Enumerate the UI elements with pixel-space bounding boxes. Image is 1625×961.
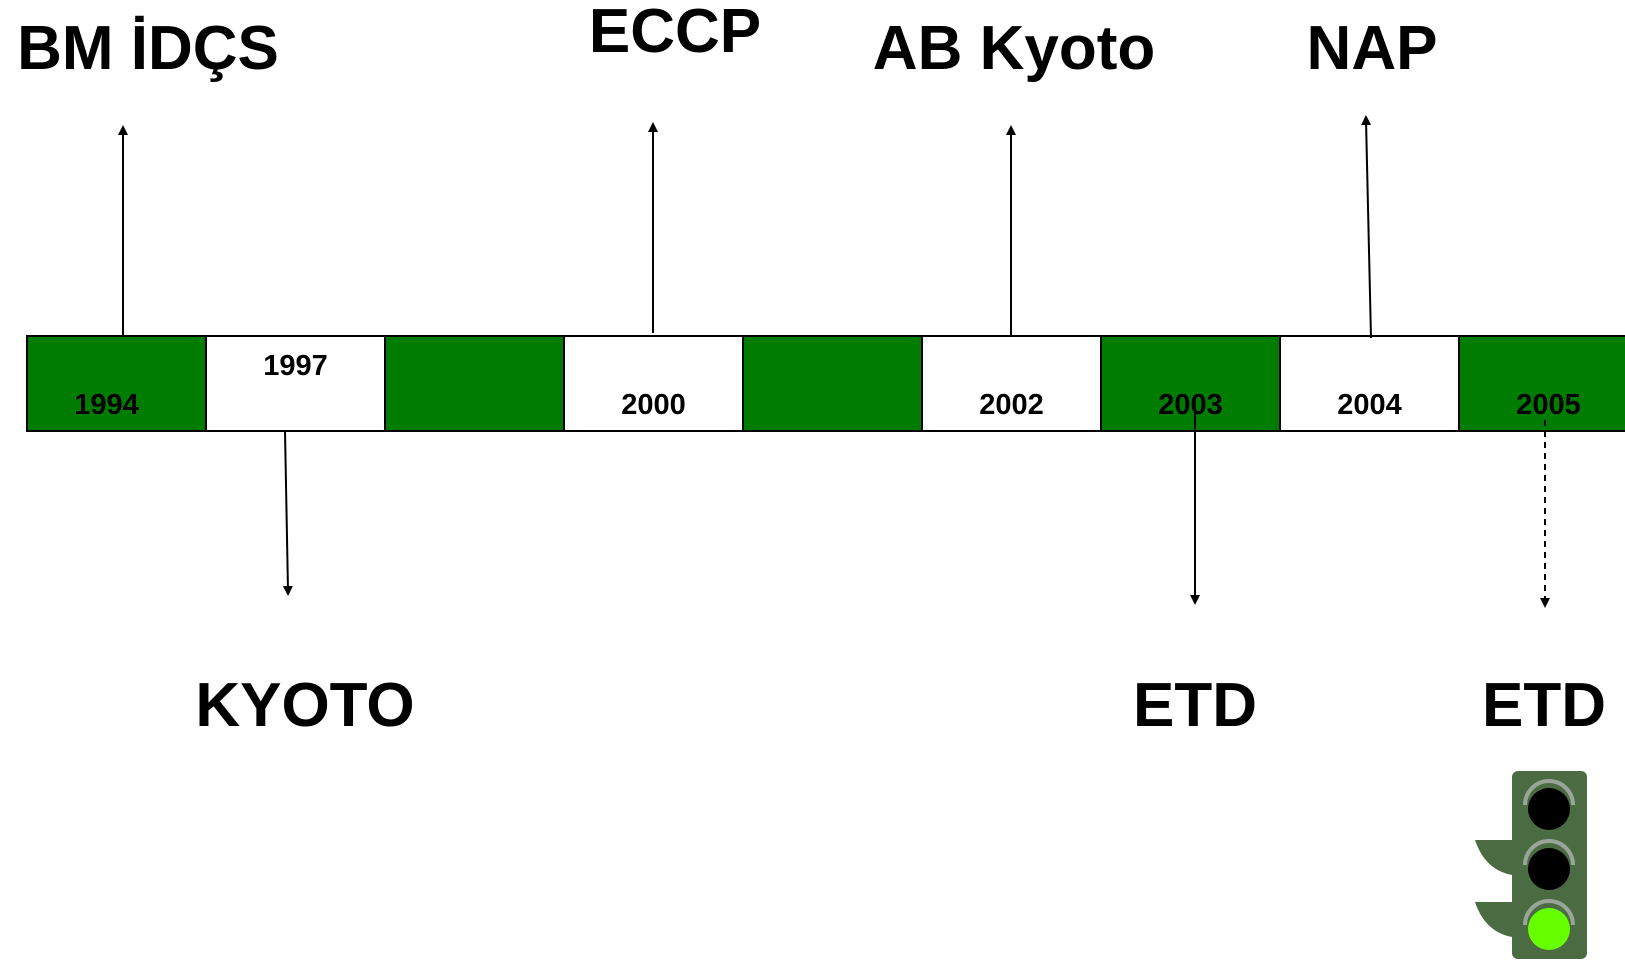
timeline-year-label: 1997 — [263, 350, 328, 382]
traffic-light-hood — [1523, 839, 1575, 866]
event-label-kyoto: KYOTO — [195, 671, 415, 740]
timeline-year-label: 2003 — [1158, 389, 1223, 421]
timeline-year-label: 2005 — [1516, 389, 1581, 421]
timeline-year-label: 2004 — [1337, 389, 1402, 421]
event-arrows — [118, 115, 1550, 608]
off-light-icon — [1528, 848, 1570, 890]
timeline-segment — [205, 335, 386, 432]
timeline-year-label: 2000 — [621, 389, 686, 421]
event-label-bm-idcs: BM İDÇS — [17, 14, 279, 83]
event-label-nap: NAP — [1306, 14, 1438, 83]
timeline-segment — [742, 335, 923, 432]
event-label-ab-kyoto: AB Kyoto — [872, 14, 1156, 83]
traffic-light-hood — [1523, 779, 1575, 806]
timeline-segment — [1100, 335, 1281, 432]
timeline-segment — [384, 335, 565, 432]
timeline-segment — [563, 335, 744, 432]
traffic-light-icon — [1475, 771, 1587, 959]
timeline-segment — [26, 335, 207, 432]
traffic-light-flap — [1475, 902, 1512, 937]
timeline-year-label: 1994 — [74, 389, 139, 421]
off-light-icon — [1528, 788, 1570, 830]
green-light-icon — [1528, 908, 1570, 950]
traffic-light-flap — [1475, 840, 1512, 875]
event-label-etd-2003: ETD — [1133, 671, 1257, 740]
event-arrow — [1361, 115, 1372, 339]
timeline-segment — [1279, 335, 1460, 432]
timeline-segment — [1458, 335, 1625, 432]
timeline-bar: 1994 1997 2000 2002 2003 2004 2005 — [26, 335, 1625, 432]
traffic-light-hood — [1523, 899, 1575, 926]
event-label-eccp: ECCP — [588, 0, 762, 66]
timeline-year-label: 2002 — [979, 389, 1044, 421]
event-label-etd-2005: ETD — [1482, 671, 1606, 740]
event-arrow — [282, 430, 293, 596]
